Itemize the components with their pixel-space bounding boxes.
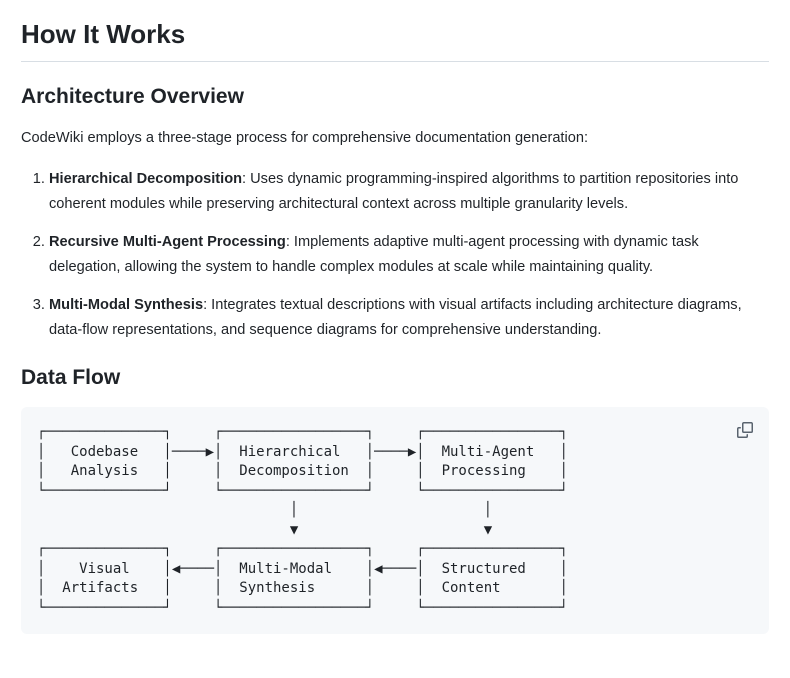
code-block: ┌──────────────┐ ┌─────────────────┐ ┌──… — [21, 407, 769, 634]
process-steps-list: Hierarchical Decomposition: Uses dynamic… — [21, 167, 769, 343]
list-item-multi-modal-synthesis: Multi-Modal Synthesis: Integrates textua… — [49, 293, 769, 343]
copy-icon — [737, 422, 753, 438]
copy-button[interactable] — [734, 419, 756, 441]
list-item-recursive-multi-agent-processing: Recursive Multi-Agent Processing: Implem… — [49, 230, 769, 280]
section-heading-architecture-overview: Architecture Overview — [21, 84, 244, 108]
step-text: : Integrates textual descriptions with v… — [49, 296, 742, 338]
step-text: : Uses dynamic programming-inspired algo… — [49, 170, 739, 212]
intro-paragraph: CodeWiki employs a three-stage process f… — [21, 129, 589, 146]
ascii-diagram-pre: ┌──────────────┐ ┌─────────────────┐ ┌──… — [37, 423, 753, 618]
step-term: Hierarchical Decomposition — [49, 170, 243, 187]
page-title: How It Works — [21, 18, 769, 62]
list-item-hierarchical-decomposition: Hierarchical Decomposition: Uses dynamic… — [49, 167, 769, 217]
step-term: Recursive Multi-Agent Processing — [49, 233, 286, 250]
section-heading-data-flow: Data Flow — [21, 365, 121, 389]
step-text: : Implements adaptive multi-agent proces… — [49, 233, 699, 275]
readme-content: How It Works Architecture Overview CodeW… — [21, 0, 769, 634]
step-term: Multi-Modal Synthesis — [49, 296, 204, 313]
ascii-diagram: ┌──────────────┐ ┌─────────────────┐ ┌──… — [37, 424, 569, 616]
